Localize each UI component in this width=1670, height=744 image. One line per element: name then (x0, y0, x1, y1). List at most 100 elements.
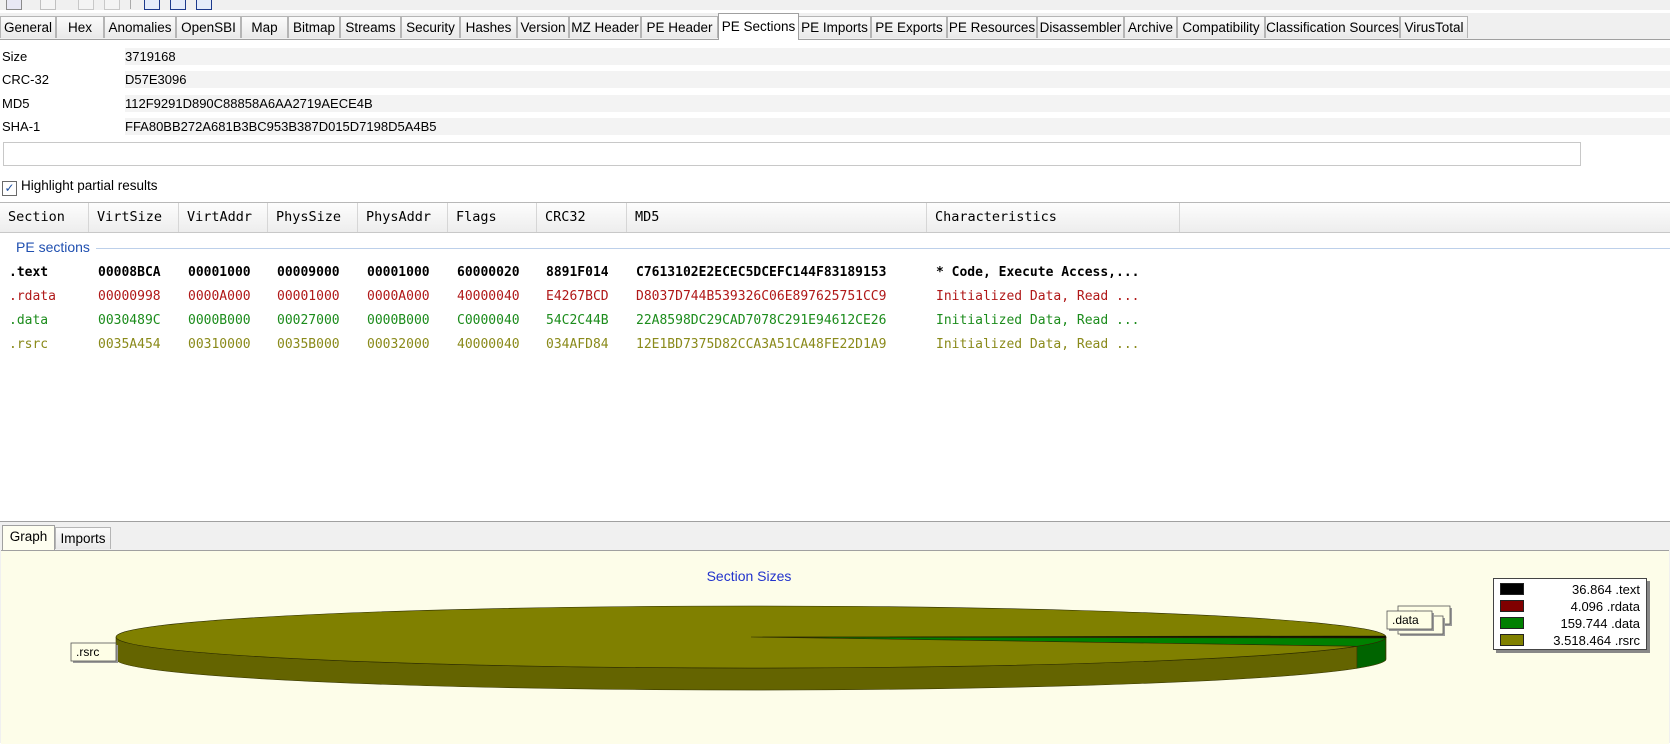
column-header-characteristics[interactable]: Characteristics (927, 203, 1180, 232)
cell-virtaddr: 0000B000 (179, 309, 251, 333)
cell-physaddr: 00001000 (358, 261, 430, 285)
crc-label: CRC-32 (2, 71, 49, 88)
tab-archive[interactable]: Archive (1124, 16, 1177, 38)
column-header-section[interactable]: Section (0, 203, 89, 232)
cell-crc32: 8891F014 (537, 261, 609, 285)
tab-pe-imports[interactable]: PE Imports (798, 16, 871, 38)
cell-physsize: 0035B000 (268, 333, 340, 357)
tab-version[interactable]: Version (517, 16, 569, 38)
open-icon[interactable] (6, 0, 22, 10)
svg-text:.rsrc: .rsrc (76, 645, 99, 659)
cell-crc32: 034AFD84 (537, 333, 609, 357)
tab-classification-sources[interactable]: Classification Sources (1265, 16, 1400, 38)
crc-row: CRC-32 D57E3096 (0, 71, 1670, 88)
cell-physsize: 00027000 (268, 309, 340, 333)
tab-streams[interactable]: Streams (340, 16, 401, 38)
toolbar (0, 0, 1670, 10)
tab-pe-sections[interactable]: PE Sections (718, 13, 799, 40)
tab-map[interactable]: Map (241, 16, 288, 38)
cell-md5: D8037D744B539326C06E897625751CC9 (627, 285, 886, 309)
tab-compatibility[interactable]: Compatibility (1177, 16, 1265, 38)
tab-pe-resources[interactable]: PE Resources (947, 16, 1037, 38)
tab-pe-exports[interactable]: PE Exports (871, 16, 947, 38)
cell-virtsize: 0030489C (89, 309, 161, 333)
cell-virtsize: 0035A454 (89, 333, 161, 357)
sha1-row: SHA-1 FFA80BB272A681B3BC953B387D015D7198… (0, 118, 1670, 135)
tab-mz-header[interactable]: MZ Header (569, 16, 641, 38)
cell-characteristics: Initialized Data, Read ... (927, 309, 1140, 333)
size-row: Size 3719168 (0, 48, 1670, 65)
cell-physsize: 00009000 (268, 261, 340, 285)
cell-virtsize: 00000998 (89, 285, 161, 309)
cell-md5: 12E1BD7375D82CCA3A51CA48FE22D1A9 (627, 333, 886, 357)
tab-pe-header[interactable]: PE Header (641, 16, 718, 38)
tile-vertical-icon[interactable] (170, 0, 186, 10)
svg-text:.data: .data (1392, 613, 1419, 627)
cell-physaddr: 0000A000 (358, 285, 430, 309)
cell-virtaddr: 00001000 (179, 261, 251, 285)
search-input[interactable] (3, 142, 1581, 166)
legend-text: 159.744 .data (1560, 615, 1640, 632)
cell-flags: 40000040 (448, 285, 520, 309)
highlight-partial-row[interactable]: ✓ Highlight partial results (2, 177, 158, 195)
cell-virtsize: 00008BCA (89, 261, 161, 285)
legend-item-text: 36.864 .text (1500, 581, 1640, 598)
tab-virustotal[interactable]: VirusTotal (1400, 16, 1468, 38)
cell-physaddr: 00032000 (358, 333, 430, 357)
legend-item-rdata: 4.096 .rdata (1500, 598, 1640, 615)
tab-opensbi[interactable]: OpenSBI (176, 16, 241, 38)
cell-virtaddr: 0000A000 (179, 285, 251, 309)
legend-item-data: 159.744 .data (1500, 615, 1640, 632)
cell-section: .data (0, 309, 48, 333)
paste-icon[interactable] (104, 0, 120, 10)
pie-chart: .rdata.text.data.rsrc (1, 551, 1491, 744)
column-header-physsize[interactable]: PhysSize (268, 203, 358, 232)
cell-virtaddr: 00310000 (179, 333, 251, 357)
tab-hex[interactable]: Hex (56, 16, 104, 38)
cell-characteristics: Initialized Data, Read ... (927, 285, 1140, 309)
highlight-partial-checkbox[interactable]: ✓ (2, 181, 17, 196)
tab-disassembler[interactable]: Disassembler (1037, 16, 1124, 38)
column-header-virtsize[interactable]: VirtSize (89, 203, 179, 232)
cell-crc32: 54C2C44B (537, 309, 609, 333)
tab-bitmap[interactable]: Bitmap (288, 16, 340, 38)
copy-icon[interactable] (78, 0, 94, 10)
legend-text: 4.096 .rdata (1571, 598, 1640, 615)
column-header-flags[interactable]: Flags (448, 203, 537, 232)
split-view-icon[interactable] (196, 0, 212, 10)
bottom-tab-imports[interactable]: Imports (55, 527, 111, 549)
bottom-tab-graph[interactable]: Graph (2, 525, 55, 550)
pie-label-rsrc: .rsrc (71, 643, 118, 663)
group-divider (96, 248, 1670, 249)
tab-general[interactable]: General (0, 16, 56, 38)
cell-section: .rsrc (0, 333, 48, 357)
legend-swatch (1500, 583, 1524, 595)
legend-item-rsrc: 3.518.464 .rsrc (1500, 632, 1640, 649)
tab-security[interactable]: Security (401, 16, 460, 38)
tab-hashes[interactable]: Hashes (460, 16, 517, 38)
tile-horizontal-icon[interactable] (144, 0, 160, 10)
crc-value: D57E3096 (125, 72, 186, 87)
scan-icon[interactable] (40, 0, 56, 10)
cell-md5: 22A8598DC29CAD7078C291E94612CE26 (627, 309, 886, 333)
legend-swatch (1500, 634, 1524, 646)
highlight-partial-label: Highlight partial results (21, 178, 158, 193)
column-header-physaddr[interactable]: PhysAddr (358, 203, 448, 232)
tab-anomalies[interactable]: Anomalies (104, 16, 176, 38)
size-label: Size (2, 48, 27, 65)
group-header-pe-sections[interactable]: PE sections (16, 239, 94, 255)
column-header-crc32[interactable]: CRC32 (537, 203, 627, 232)
size-value: 3719168 (125, 49, 176, 64)
toolbar-separator (130, 0, 131, 9)
column-header-virtaddr[interactable]: VirtAddr (179, 203, 268, 232)
column-header-md5[interactable]: MD5 (627, 203, 927, 232)
